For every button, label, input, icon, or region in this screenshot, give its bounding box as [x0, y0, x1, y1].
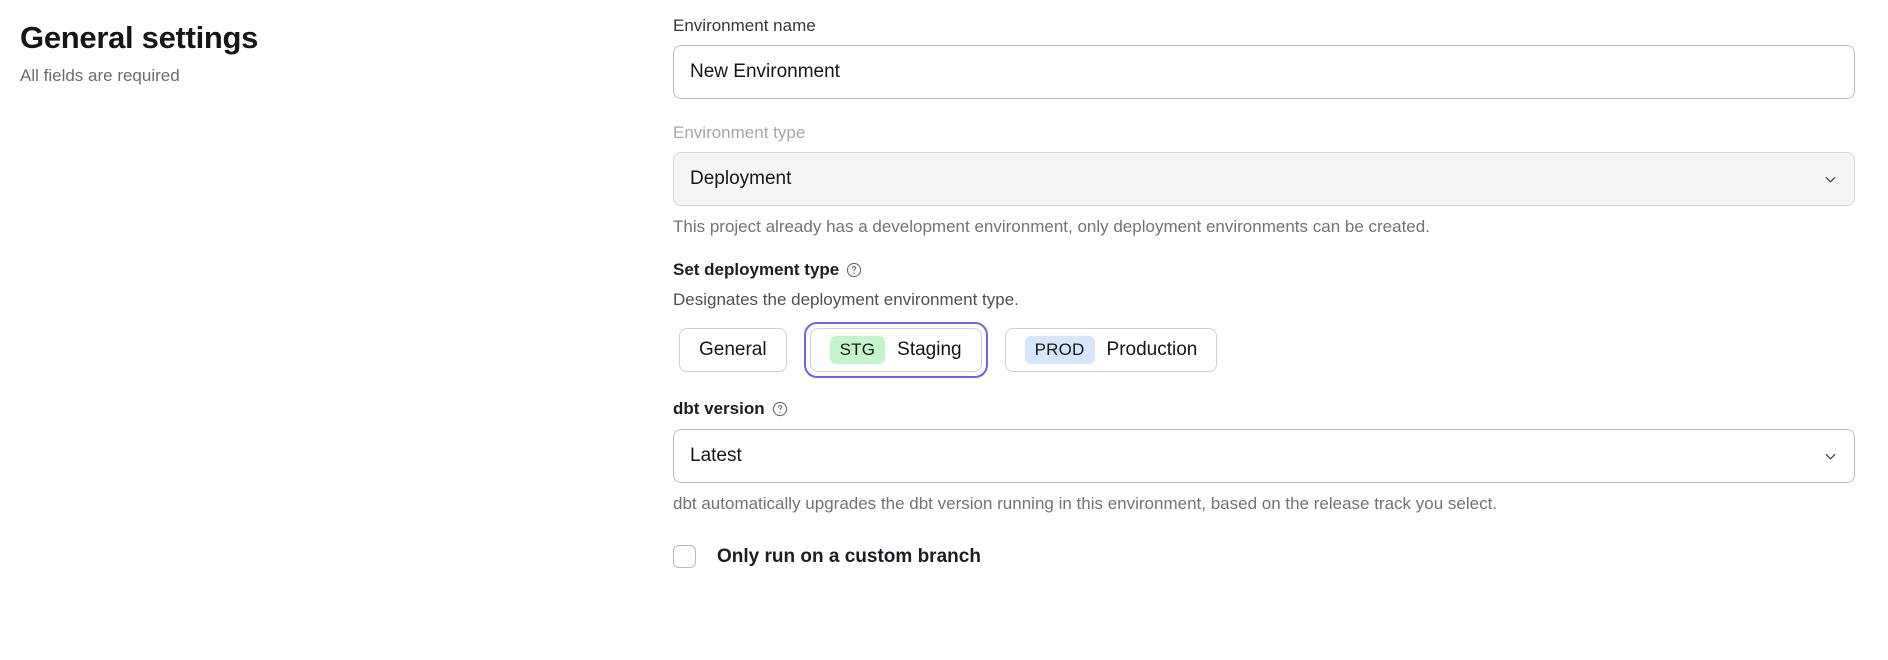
production-badge: PROD: [1024, 336, 1095, 364]
deployment-type-option-production-label: Production: [1106, 339, 1198, 360]
environment-name-field-group: Environment name New Environment: [673, 14, 1855, 99]
dbt-version-field-group: dbt version Latest dbt automatica: [673, 397, 1855, 516]
deployment-type-option-general[interactable]: General: [679, 328, 787, 372]
settings-header: General settings All fields are required: [20, 18, 580, 88]
environment-name-label: Environment name: [673, 16, 816, 35]
staging-badge: STG: [829, 336, 886, 364]
environment-type-value: Deployment: [690, 168, 792, 189]
environment-name-value: New Environment: [690, 61, 840, 82]
custom-branch-label: Only run on a custom branch: [717, 545, 981, 567]
environment-type-label: Environment type: [673, 123, 806, 142]
custom-branch-checkbox[interactable]: [673, 545, 696, 568]
environment-type-field-group: Environment type Deployment This project…: [673, 121, 1855, 239]
dbt-version-label: dbt version: [673, 399, 765, 418]
page-subtitle: All fields are required: [20, 66, 180, 85]
deployment-type-option-staging-label: Staging: [897, 339, 962, 360]
deployment-type-option-staging-wrap: STG Staging: [803, 322, 988, 378]
dbt-version-select[interactable]: Latest: [673, 429, 1855, 483]
deployment-type-option-general-wrap: General: [673, 322, 793, 378]
deployment-type-description: Designates the deployment environment ty…: [673, 290, 1019, 309]
deployment-type-label: Set deployment type: [673, 260, 840, 279]
deployment-type-label-row: Set deployment type: [673, 258, 1855, 282]
environment-type-hint: This project already has a development e…: [673, 217, 1430, 236]
general-settings-form: Environment name New Environment Environ…: [673, 14, 1855, 568]
environment-type-select[interactable]: Deployment: [673, 152, 1855, 206]
question-circle-icon[interactable]: [846, 262, 862, 278]
custom-branch-row: Only run on a custom branch: [673, 545, 1855, 568]
deployment-type-option-staging[interactable]: STG Staging: [809, 328, 982, 372]
question-circle-icon[interactable]: [772, 401, 788, 417]
environment-name-input[interactable]: New Environment: [673, 45, 1855, 99]
chevron-down-icon: [1823, 172, 1838, 187]
chevron-down-icon: [1823, 449, 1838, 464]
deployment-type-options: General STG Staging PROD Production: [673, 322, 1855, 378]
dbt-version-label-row: dbt version: [673, 397, 1855, 421]
deployment-type-option-production-wrap: PROD Production: [999, 322, 1224, 378]
page-title: General settings: [20, 20, 259, 55]
deployment-type-option-general-label: General: [699, 339, 767, 360]
deployment-type-field-group: Set deployment type Designates the deplo…: [673, 258, 1855, 378]
deployment-type-option-production[interactable]: PROD Production: [1004, 328, 1218, 372]
dbt-version-value: Latest: [690, 445, 742, 466]
dbt-version-hint: dbt automatically upgrades the dbt versi…: [673, 494, 1498, 513]
